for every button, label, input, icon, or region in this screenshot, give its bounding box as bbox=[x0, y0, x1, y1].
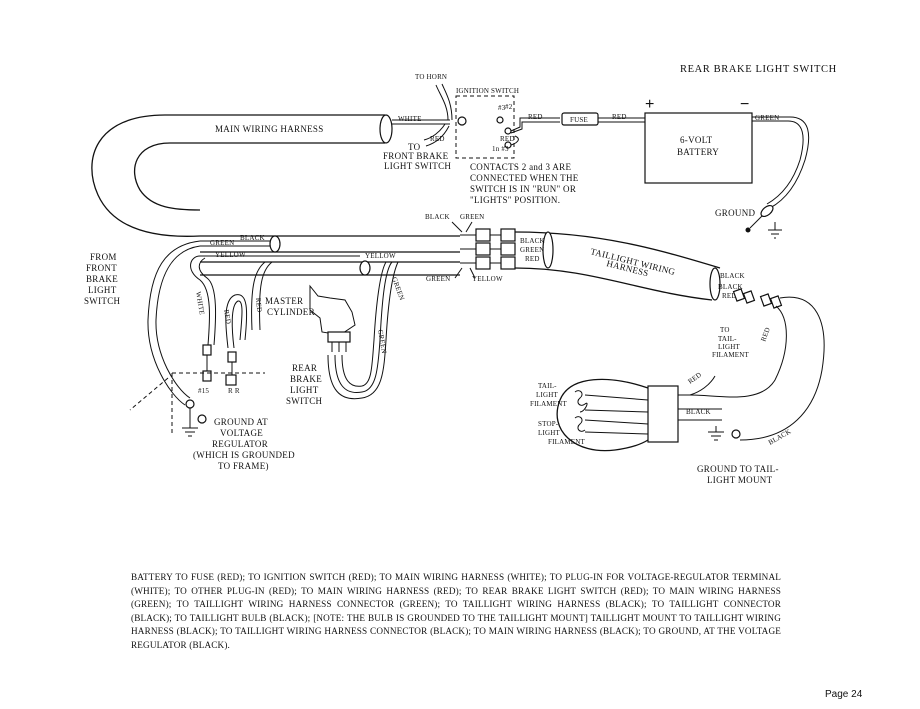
yellow-wire-label-main: YELLOW bbox=[215, 251, 246, 259]
ground-reg-label-3: REGULATOR bbox=[212, 439, 268, 449]
green-wire-label-main: GREEN bbox=[210, 239, 234, 247]
contacts-note-1: CONTACTS 2 and 3 ARE bbox=[470, 162, 571, 172]
battery-label-1: 6-VOLT bbox=[680, 135, 713, 145]
fuse: FUSE RED bbox=[561, 112, 650, 126]
ground-reg-label-2: VOLTAGE bbox=[220, 428, 263, 438]
battery-minus: − bbox=[740, 96, 749, 113]
taillight-bulb: RED BLACK TAIL- LIGHT FILAMENT STOP- LIG… bbox=[530, 371, 792, 485]
red-wire-label-bulb: RED bbox=[687, 371, 704, 386]
fuse-label: FUSE bbox=[570, 116, 588, 124]
from-front-brake-label: FROM FRONT BRAKE LIGHT SWITCH bbox=[84, 252, 120, 306]
black-wire-label-main: BLACK bbox=[240, 234, 265, 242]
ground-reg-label-1: GROUND AT bbox=[214, 417, 268, 427]
center-harness: BLACK GREEN YELLOW YELLOW BLACK GREEN GR… bbox=[200, 213, 503, 283]
wiring-circuit-caption: BATTERY TO FUSE (RED); TO IGNITION SWITC… bbox=[131, 572, 781, 650]
battery: + − 6-VOLT BATTERY GREEN GROUND bbox=[644, 96, 810, 239]
from-front-label-4: LIGHT bbox=[88, 285, 117, 295]
left-wires: WHITE RED RED #15 R R GROUND AT VOLTAGE … bbox=[129, 240, 295, 471]
contact-2-label: #2 bbox=[505, 103, 513, 111]
stop-fil-label-3: FILAMENT bbox=[548, 438, 586, 446]
stop-fil-label-2: LIGHT bbox=[538, 429, 561, 437]
harness-connectors bbox=[460, 228, 516, 270]
contacts-note-2: CONNECTED WHEN THE bbox=[470, 173, 579, 183]
contacts-note-3: SWITCH IS IN "RUN" OR bbox=[470, 184, 576, 194]
rear-brake-light-switch: MASTER CYLINDER REAR BRAKE LIGHT SWITCH … bbox=[265, 261, 406, 406]
to-front-brake-label-1: TO bbox=[408, 142, 421, 152]
to-front-brake-label-2: FRONT BRAKE bbox=[383, 151, 449, 161]
to-horn-label: TO HORN bbox=[415, 73, 447, 81]
to-tail-label: TO TAIL- LIGHT FILAMENT bbox=[712, 326, 750, 359]
contact-1-label: 1n #3 bbox=[492, 145, 509, 153]
tail-fil-label-1: TAIL- bbox=[538, 382, 557, 390]
from-front-label-2: FRONT bbox=[86, 263, 117, 273]
green-wire-label-top: GREEN bbox=[460, 213, 484, 221]
main-harness-label: MAIN WIRING HARNESS bbox=[215, 124, 324, 134]
ground-tail-label-2: LIGHT MOUNT bbox=[707, 475, 773, 485]
ground-label-bat: GROUND bbox=[715, 208, 756, 218]
from-front-label-3: BRAKE bbox=[86, 274, 118, 284]
black-wire-label-tl3: BLACK bbox=[718, 283, 743, 291]
ignition-switch: IGNITION SWITCH #3 #2 1n #3 RED RED bbox=[455, 87, 560, 159]
ground-reg-label-5: TO FRAME) bbox=[218, 461, 269, 471]
white-wire-label: WHITE bbox=[398, 115, 422, 123]
green-wire-label-tl: GREEN bbox=[520, 246, 544, 254]
to-tail-label-2: TAIL- bbox=[718, 335, 737, 343]
red-wire-label-left2: RED bbox=[222, 309, 232, 325]
rear-switch-label-4: SWITCH bbox=[286, 396, 322, 406]
stop-fil-label-1: STOP- bbox=[538, 420, 559, 428]
from-front-label-1: FROM bbox=[90, 252, 117, 262]
master-cylinder-label-2: CYLINDER bbox=[267, 307, 315, 317]
black-wire-label-bulb: BLACK bbox=[686, 408, 711, 416]
rear-switch-label-2: BRAKE bbox=[290, 374, 322, 384]
rear-switch-label-1: REAR bbox=[292, 363, 317, 373]
red-wire-label-bat: RED bbox=[612, 113, 627, 121]
to-front-brake-label-3: LIGHT SWITCH bbox=[384, 161, 451, 171]
main-wiring-harness: MAIN WIRING HARNESS bbox=[91, 114, 393, 237]
term-r-label: R R bbox=[228, 387, 240, 395]
ground-tail-label-1: GROUND TO TAIL- bbox=[697, 464, 779, 474]
rear-switch-label-3: LIGHT bbox=[290, 385, 319, 395]
ignition-switch-label: IGNITION SWITCH bbox=[456, 87, 519, 95]
black-wire-label-gnd: BLACK bbox=[767, 427, 792, 446]
diagram-title: REAR BRAKE LIGHT SWITCH bbox=[680, 64, 837, 75]
red-wire-label-right: RED bbox=[759, 326, 772, 342]
tail-fil-label-2: LIGHT bbox=[536, 391, 559, 399]
ground-reg-label-4: (WHICH IS GROUNDED bbox=[193, 450, 295, 460]
to-tail-label-3: LIGHT bbox=[718, 343, 741, 351]
battery-label-2: BATTERY bbox=[677, 147, 719, 157]
red-wire-label-ign: RED bbox=[430, 135, 445, 143]
black-wire-label-tl2: BLACK bbox=[720, 272, 745, 280]
contacts-note-4: "LIGHTS" POSITION. bbox=[470, 195, 560, 205]
green-wire-label-bot: GREEN bbox=[426, 275, 450, 283]
red-wire-label-left: RED bbox=[254, 297, 263, 312]
white-wire-label-left: WHITE bbox=[194, 291, 206, 316]
master-cylinder-label-1: MASTER bbox=[265, 296, 303, 306]
to-tail-label-1: TO bbox=[720, 326, 730, 334]
to-tail-label-4: FILAMENT bbox=[712, 351, 750, 359]
green-wire-label-bat: GREEN bbox=[755, 114, 779, 122]
from-front-label-5: SWITCH bbox=[84, 296, 120, 306]
contacts-note: CONTACTS 2 and 3 ARE CONNECTED WHEN THE … bbox=[470, 162, 579, 205]
yellow-wire-label-mid: YELLOW bbox=[365, 252, 396, 260]
contact-3-label: #3 bbox=[498, 104, 506, 112]
page-number: Page 24 bbox=[825, 689, 863, 700]
battery-plus: + bbox=[645, 96, 654, 113]
term-15-label: #15 bbox=[198, 387, 209, 395]
red-wire-label-fuse: RED bbox=[528, 113, 543, 121]
black-wire-label-top: BLACK bbox=[425, 213, 450, 221]
red-wire-label-tl: RED bbox=[525, 255, 540, 263]
tail-fil-label-3: FILAMENT bbox=[530, 400, 568, 408]
black-wire-label-tl: BLACK bbox=[520, 237, 545, 245]
yellow-wire-label-bot: YELLOW bbox=[472, 275, 503, 283]
green-wire-label-sw: GREEN bbox=[390, 276, 406, 302]
red-wire-label-sw: RED bbox=[500, 135, 515, 143]
red-wire-label-tl2: RED bbox=[722, 292, 737, 300]
ignition-wires: WHITE TO HORN RED TO FRONT BRAKE LIGHT S… bbox=[383, 73, 467, 171]
